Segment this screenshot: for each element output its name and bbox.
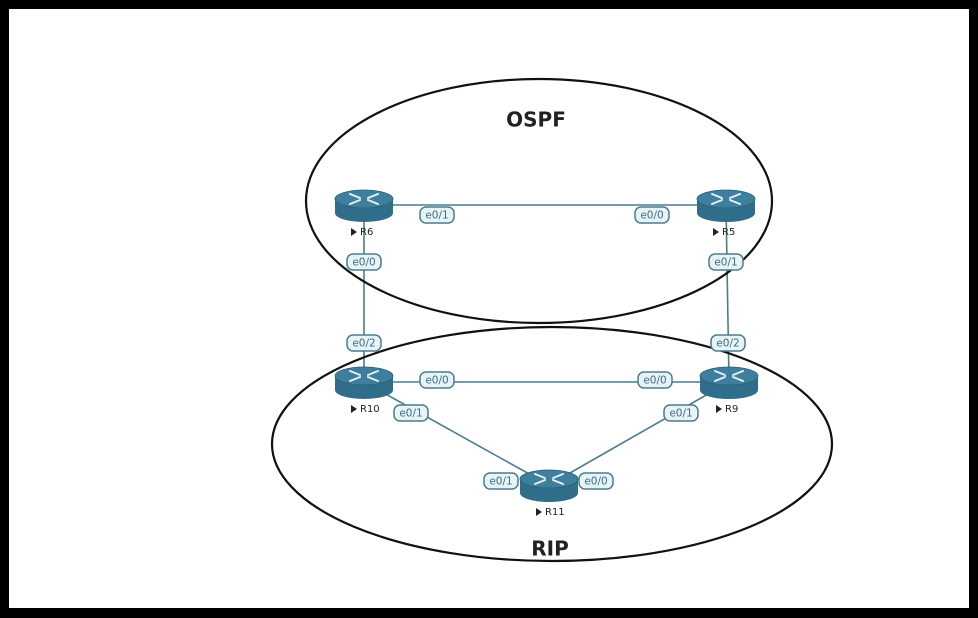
router-label: R5 — [722, 227, 735, 238]
interface-label-r5-e0-0[interactable]: e0/0 — [634, 206, 670, 224]
router-label: R6 — [360, 227, 373, 238]
interface-name: e0/0 — [425, 375, 448, 387]
router-label: R9 — [725, 404, 738, 415]
domain-rip-boundary — [270, 325, 834, 563]
router-r6[interactable]: R6 — [334, 189, 394, 238]
interface-name: e0/0 — [643, 375, 666, 387]
router-icon — [334, 189, 394, 222]
interface-label-r6-e0-1[interactable]: e0/1 — [419, 206, 455, 224]
interface-name: e0/0 — [352, 257, 375, 269]
interface-name: e0/2 — [352, 338, 375, 350]
play-icon — [716, 405, 722, 413]
router-label: R11 — [545, 507, 565, 518]
router-r11[interactable]: R11 — [519, 469, 579, 518]
router-r10[interactable]: R10 — [334, 366, 394, 415]
interface-label-r9-e0-2[interactable]: e0/2 — [710, 334, 746, 352]
router-label: R10 — [360, 404, 380, 415]
interface-label-r10-e0-2[interactable]: e0/2 — [346, 334, 382, 352]
interface-label-r10-e0-1[interactable]: e0/1 — [393, 404, 429, 422]
interface-label-r5-e0-1[interactable]: e0/1 — [708, 253, 744, 271]
link-r10-r11[interactable] — [363, 381, 550, 486]
link-r9-r11[interactable] — [548, 381, 730, 486]
interface-label-r6-e0-0[interactable]: e0/0 — [346, 253, 382, 271]
domain-rip-label: RIP — [531, 537, 569, 561]
play-icon — [351, 228, 357, 236]
interface-name: e0/1 — [669, 408, 692, 420]
domain-ospf-label: OSPF — [506, 108, 566, 132]
play-icon — [351, 405, 357, 413]
interface-label-r9-e0-1[interactable]: e0/1 — [663, 404, 699, 422]
interface-name: e0/1 — [714, 257, 737, 269]
links — [363, 204, 730, 486]
interface-name: e0/2 — [716, 338, 739, 350]
router-icon — [519, 469, 579, 502]
router-icon — [696, 189, 756, 222]
interface-label-r11-e0-0[interactable]: e0/0 — [578, 472, 614, 490]
interface-name: e0/0 — [640, 210, 663, 222]
domain-ospf-boundary — [304, 77, 774, 325]
router-r5[interactable]: R5 — [696, 189, 756, 238]
router-icon — [334, 366, 394, 399]
play-icon — [536, 508, 542, 516]
interface-label-r10-e0-0[interactable]: e0/0 — [419, 371, 455, 389]
interface-label-r9-e0-0[interactable]: e0/0 — [637, 371, 673, 389]
interface-name: e0/0 — [584, 476, 607, 488]
router-icon — [699, 366, 759, 399]
router-r9[interactable]: R9 — [699, 366, 759, 415]
play-icon — [713, 228, 719, 236]
interface-name: e0/1 — [399, 408, 422, 420]
interface-label-r11-e0-1[interactable]: e0/1 — [483, 472, 519, 490]
interface-name: e0/1 — [425, 210, 448, 222]
interface-name: e0/1 — [489, 476, 512, 488]
